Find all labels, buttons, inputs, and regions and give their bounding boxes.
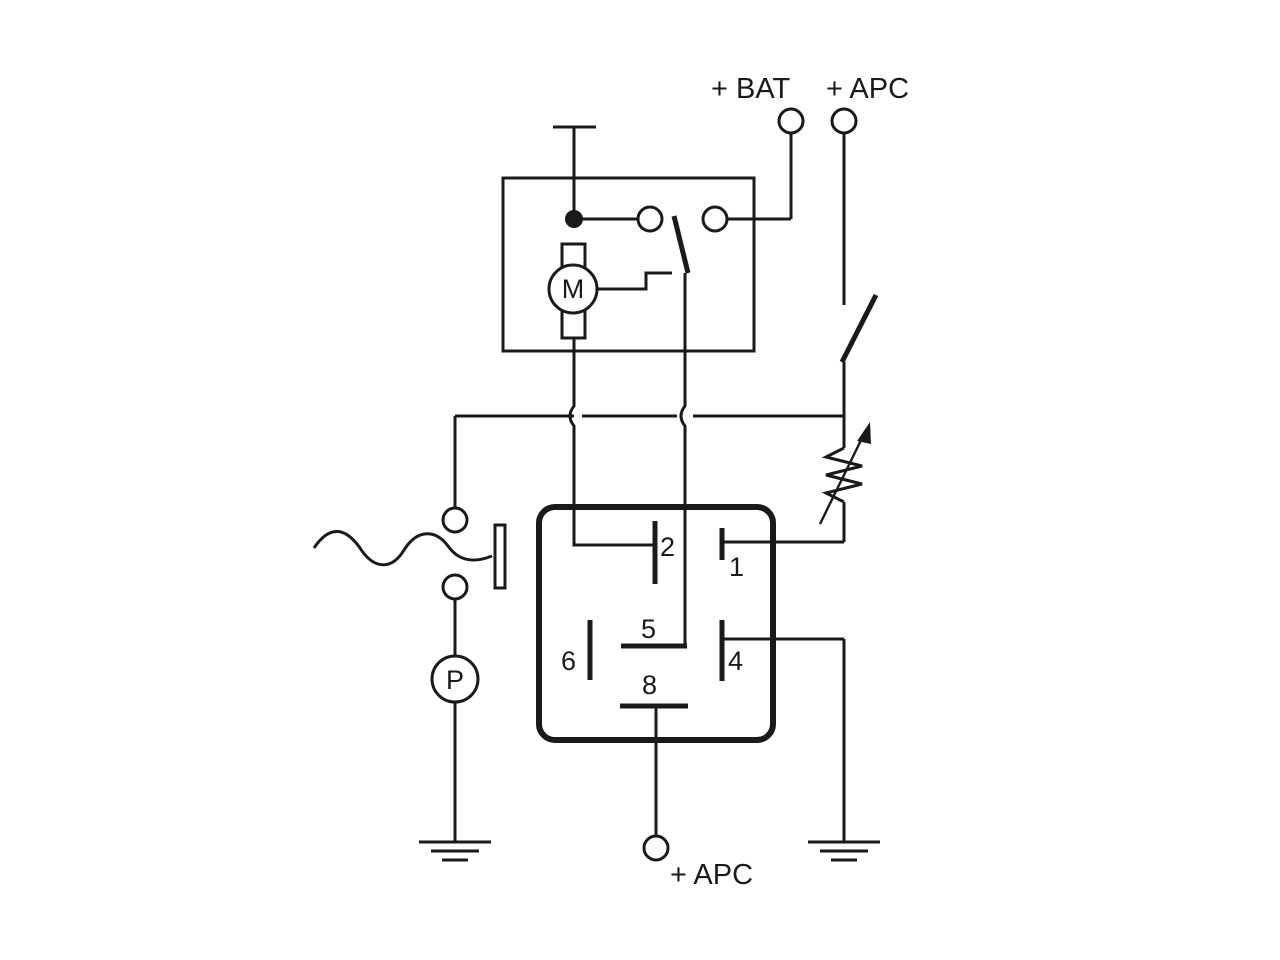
pressure-switch-circuit: P xyxy=(312,506,507,842)
rheostat-arrow-shaft xyxy=(818,429,868,525)
pushbutton-terminal-top[interactable] xyxy=(441,506,469,534)
switch-to-pin5-wire xyxy=(621,273,687,648)
motor-to-switch-wire xyxy=(597,271,672,291)
pushbutton-actuator xyxy=(493,523,507,590)
motor-unit-housing xyxy=(501,176,756,353)
rheostat-arrow-head xyxy=(857,422,871,444)
motor-unit: M xyxy=(501,125,791,353)
pin8-label: 8 xyxy=(642,670,657,700)
pin5-label: 5 xyxy=(641,614,656,644)
bat-terminal[interactable] xyxy=(777,107,805,135)
air-line-wavy xyxy=(312,530,493,567)
motor-to-pin2-wire xyxy=(568,338,655,547)
rheostat-zigzag xyxy=(821,446,863,504)
supply-terminals-top: + BAT + APC xyxy=(711,73,909,448)
apc-bottom-label: + APC xyxy=(670,859,753,891)
apc-top-terminal[interactable] xyxy=(830,107,858,135)
apc-bottom-terminal[interactable] xyxy=(642,834,670,862)
contact-terminal-left[interactable] xyxy=(636,205,664,233)
pressure-switch-label: P xyxy=(446,665,464,695)
ground-right xyxy=(808,639,880,862)
pushbutton-terminal-bottom[interactable] xyxy=(441,573,469,601)
bat-label: + BAT xyxy=(711,73,791,105)
pin4-label: 4 xyxy=(728,646,743,676)
apc-top-label: + APC xyxy=(826,73,909,105)
pin1-label: 1 xyxy=(729,552,744,582)
ignition-switch-blade xyxy=(839,293,879,364)
rheostat xyxy=(722,422,871,544)
contact-terminal-right[interactable] xyxy=(701,205,729,233)
motor-label: M xyxy=(562,274,585,304)
relay-switch-arm xyxy=(671,215,691,274)
ground-left xyxy=(419,840,491,862)
pin2-label: 2 xyxy=(660,532,675,562)
pin6-label: 6 xyxy=(561,646,576,676)
